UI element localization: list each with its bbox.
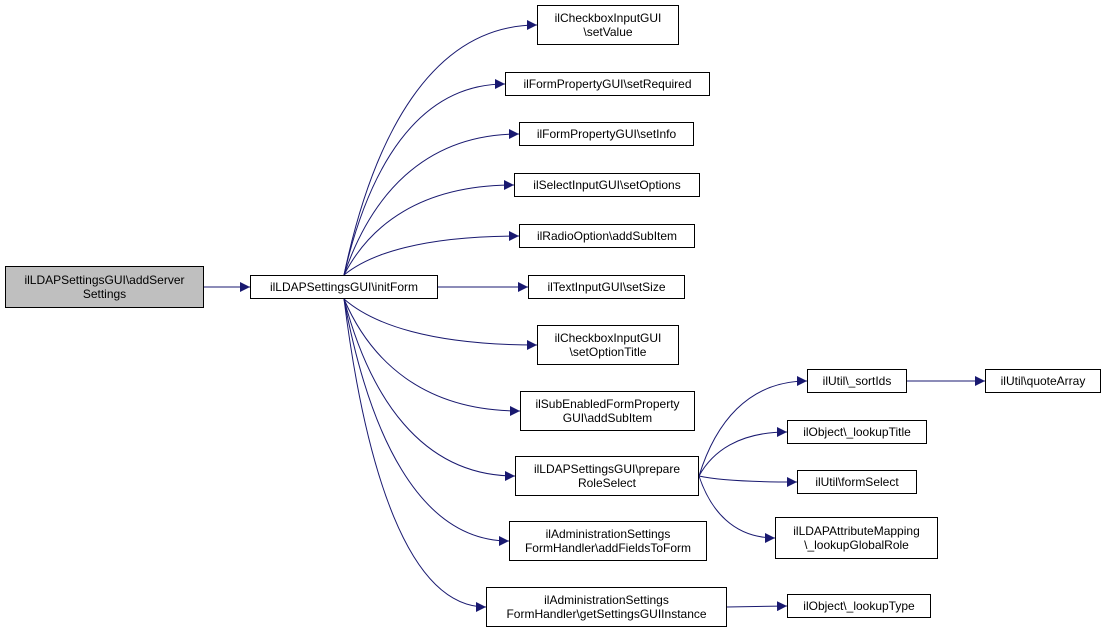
node-label: ilSubEnabledFormProperty GUI\addSubItem [535, 397, 680, 425]
node-label: ilAdministrationSettings FormHandler\get… [506, 593, 707, 621]
node-label: ilFormPropertyGUI\setInfo [536, 127, 677, 141]
node-label: ilObject\_lookupType [803, 599, 915, 613]
node-label: ilCheckboxInputGUI \setOptionTitle [554, 331, 662, 359]
node-set-options[interactable]: ilSelectInputGUI\setOptions [514, 173, 700, 197]
node-label: ilTextInputGUI\setSize [547, 280, 666, 294]
node-label: ilUtil\_sortIds [822, 374, 892, 388]
node-get-settings-gui-instance[interactable]: ilAdministrationSettings FormHandler\get… [486, 587, 727, 627]
node-quote-array[interactable]: ilUtil\quoteArray [985, 369, 1101, 393]
edge-prepareRoleSelect-to-lookupTitle [698, 427, 788, 477]
node-label: ilSelectInputGUI\setOptions [533, 178, 681, 192]
node-label: ilLDAPSettingsGUI\prepare RoleSelect [533, 462, 681, 490]
node-sort-ids[interactable]: ilUtil\_sortIds [807, 369, 907, 393]
node-label: ilUtil\formSelect [815, 475, 899, 489]
edge-getSettingsGUIInstance-to-lookupType [726, 601, 788, 612]
node-label: ilUtil\quoteArray [1000, 374, 1086, 388]
node-add-fields-to-form[interactable]: ilAdministrationSettings FormHandler\add… [509, 521, 707, 561]
node-label: ilCheckboxInputGUI \setValue [554, 11, 662, 39]
edge-initForm-to-getSettingsGUIInstance [343, 298, 487, 612]
node-set-required[interactable]: ilFormPropertyGUI\setRequired [505, 72, 710, 96]
node-prepare-role-select[interactable]: ilLDAPSettingsGUI\prepare RoleSelect [515, 456, 699, 496]
node-root: ilLDAPSettingsGUI\addServer Settings [5, 266, 204, 308]
edge-initForm-to-cbSetValue [343, 20, 538, 276]
node-checkbox-set-option-title[interactable]: ilCheckboxInputGUI \setOptionTitle [537, 325, 679, 365]
edge-initForm-to-setOptions [343, 180, 515, 276]
node-label: ilAdministrationSettings FormHandler\add… [524, 527, 692, 555]
edge-initForm-to-setOptionTitle [343, 298, 538, 350]
node-lookup-global-role[interactable]: ilLDAPAttributeMapping \_lookupGlobalRol… [775, 517, 938, 559]
node-sub-enabled-add-sub-item[interactable]: ilSubEnabledFormProperty GUI\addSubItem [520, 391, 695, 431]
node-label: ilLDAPSettingsGUI\addServer Settings [24, 273, 185, 301]
node-label: ilLDAPAttributeMapping \_lookupGlobalRol… [793, 524, 920, 552]
node-lookup-title[interactable]: ilObject\_lookupTitle [787, 420, 927, 444]
node-form-select[interactable]: ilUtil\formSelect [797, 470, 917, 494]
edge-initForm-to-prepareRoleSelect [343, 298, 516, 481]
edge-initForm-to-setInfo [343, 129, 520, 276]
node-lookup-type[interactable]: ilObject\_lookupType [787, 594, 931, 618]
node-radio-add-sub-item[interactable]: ilRadioOption\addSubItem [519, 224, 695, 248]
edge-prepareRoleSelect-to-formSelect [698, 475, 798, 487]
edge-initForm-to-radioAddSubItem [343, 231, 520, 276]
edge-prepareRoleSelect-to-sortIds [698, 376, 808, 477]
node-label: ilFormPropertyGUI\setRequired [523, 77, 692, 91]
edge-initForm-to-subEnabledAddSubItem [343, 298, 521, 416]
node-label: ilObject\_lookupTitle [803, 425, 911, 439]
node-init-form[interactable]: ilLDAPSettingsGUI\initForm [250, 275, 438, 299]
edge-initForm-to-addFieldsToForm [343, 298, 510, 546]
node-label: ilLDAPSettingsGUI\initForm [269, 280, 419, 294]
node-checkbox-set-value[interactable]: ilCheckboxInputGUI \setValue [537, 5, 679, 45]
node-set-info[interactable]: ilFormPropertyGUI\setInfo [519, 122, 694, 146]
node-set-size[interactable]: ilTextInputGUI\setSize [528, 275, 685, 299]
node-label: ilRadioOption\addSubItem [536, 229, 678, 243]
edge-initForm-to-setRequired [343, 79, 506, 276]
edge-prepareRoleSelect-to-lookupGlobalRole [698, 475, 776, 543]
